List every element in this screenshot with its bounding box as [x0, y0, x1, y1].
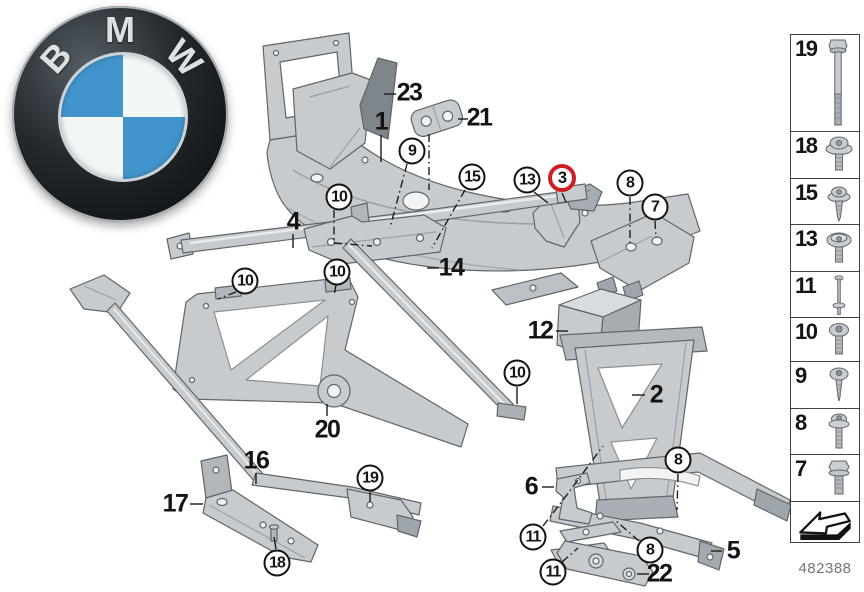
part-20-brace [172, 276, 469, 448]
callout-10: 10 [231, 267, 259, 295]
legend-item-11: 11 [790, 270, 860, 319]
callout-9: 9 [398, 137, 426, 165]
part-21-bracket [410, 99, 464, 138]
legend-item-19: 19 [790, 34, 860, 133]
legend-number: 13 [795, 226, 818, 252]
part-6-bracket [555, 472, 593, 525]
legend-number: 18 [795, 133, 818, 159]
callout-19: 19 [356, 464, 384, 492]
legend-item-13: 13 [790, 224, 860, 273]
callout-20: 20 [314, 415, 341, 444]
callout-10: 10 [325, 183, 353, 211]
fastener-legend: 19 18 [790, 34, 860, 543]
legend-direction-box [790, 500, 860, 543]
part-22-bracket [556, 540, 654, 587]
part-1-front-cowl-panel [262, 32, 701, 292]
callout-4: 4 [286, 207, 301, 236]
callout-16: 16 [243, 446, 270, 475]
callout-23: 23 [396, 78, 423, 107]
bmw-roundel-quadrants [58, 52, 188, 182]
callout-2: 2 [649, 380, 664, 409]
part-23-bracket [292, 57, 398, 170]
part-19-bracket [346, 488, 422, 538]
hex-bolt-icon [828, 39, 848, 126]
expansion-rivet-icon [832, 274, 846, 315]
part-bracket-plate-a [559, 521, 622, 543]
legend-number: 19 [795, 36, 818, 61]
callout-18: 18 [263, 549, 291, 577]
part-13-bracket [532, 191, 581, 248]
part-2-support-frame [559, 326, 708, 522]
part-support-bar [342, 238, 527, 421]
bmw-letter-b: B [31, 34, 80, 82]
callout-10: 10 [503, 359, 531, 387]
hex-flange-bolt-icon [828, 460, 850, 495]
callout-8: 8 [636, 536, 664, 564]
bmw-logo: B M W [12, 6, 228, 222]
callout-7: 7 [641, 193, 669, 221]
bmw-letter-m: M [105, 9, 135, 50]
pan-head-screw-icon [829, 323, 849, 355]
legend-item-9: 9 [790, 361, 860, 410]
callout-22: 22 [646, 559, 673, 588]
callout-15: 15 [458, 163, 486, 191]
image-number: 482388 [798, 560, 852, 577]
flat-head-screw-icon [826, 232, 852, 263]
part-16-rod [69, 274, 422, 516]
callout-13: 13 [513, 166, 541, 194]
part-carrier-beam [555, 452, 792, 522]
callout-5: 5 [726, 536, 741, 565]
legend-number: 10 [795, 319, 818, 345]
part-17-plate [202, 489, 319, 563]
callout-8: 8 [664, 446, 692, 474]
part-frame-upper-bracket [491, 272, 579, 306]
callout-11: 11 [539, 558, 567, 586]
legend-number: 11 [795, 272, 817, 298]
washer-screw-large-icon [825, 136, 853, 171]
legend-number: 9 [795, 363, 807, 389]
direction-of-travel-arrow-icon [799, 511, 851, 540]
part-12-bracket [556, 276, 644, 359]
legend-number: 7 [795, 456, 807, 482]
washer-screw-small-icon [828, 413, 850, 449]
part-14-bracket [303, 202, 447, 265]
callout-8: 8 [616, 169, 644, 197]
callout-1: 1 [374, 107, 389, 136]
callout-12: 12 [527, 316, 554, 345]
legend-item-7: 7 [790, 454, 860, 503]
part-bracket-plate-b [550, 542, 612, 562]
callout-3: 3 [548, 164, 576, 192]
legend-number: 8 [795, 409, 807, 435]
legend-item-10: 10 [790, 317, 860, 364]
washer-screw-pointed-icon [827, 186, 851, 223]
callout-10: 10 [323, 258, 351, 286]
part-5-rail [549, 505, 725, 571]
legend-item-18: 18 [790, 131, 860, 180]
legend-number: 15 [795, 179, 818, 205]
part-4-strut [166, 183, 588, 260]
callout-21: 21 [466, 103, 493, 132]
callout-6: 6 [524, 472, 539, 501]
legend-item-8: 8 [790, 407, 860, 456]
part-3-clip [563, 183, 603, 212]
callout-14: 14 [438, 253, 465, 282]
pan-head-screw-pointed-icon [829, 367, 849, 402]
legend-item-15: 15 [790, 177, 860, 226]
callout-11: 11 [519, 523, 547, 551]
callout-17: 17 [162, 489, 189, 518]
